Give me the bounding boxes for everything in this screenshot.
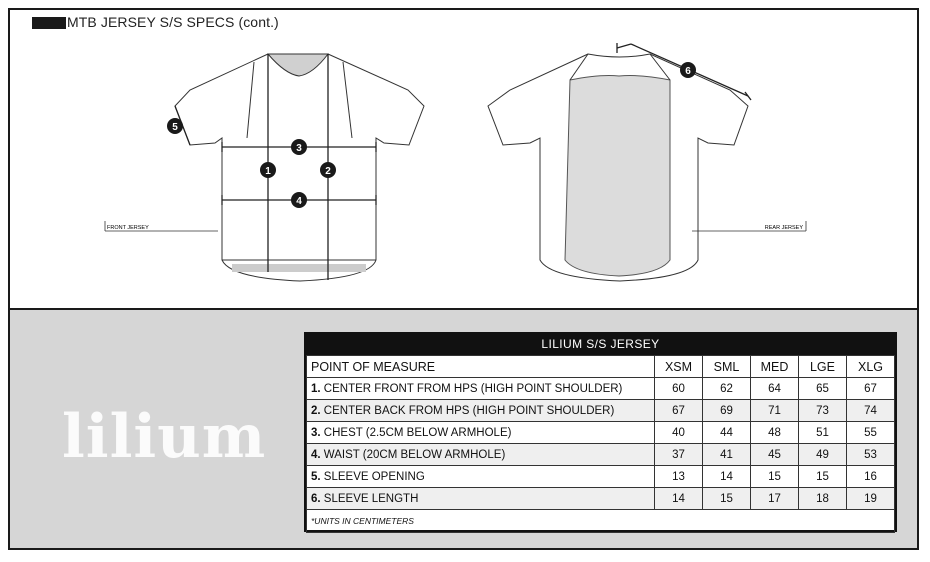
- column-header-point-of-measure: POINT OF MEASURE: [306, 355, 655, 378]
- spec-sheet: MTB JERSEY S/S SPECS (cont.): [8, 8, 919, 550]
- cell-lge: 73: [798, 399, 847, 422]
- cell-med: 45: [750, 443, 799, 466]
- cell-lge: 49: [798, 443, 847, 466]
- row-number: 1.: [311, 382, 321, 395]
- page-title: MTB JERSEY S/S SPECS (cont.): [67, 14, 279, 30]
- size-table: LILIUM S/S JERSEY POINT OF MEASURE XSM S…: [304, 332, 897, 533]
- row-label: 1. CENTER FRONT FROM HPS (HIGH POINT SHO…: [306, 377, 655, 400]
- table-header-row: POINT OF MEASURE XSM SML MED LGE XLG: [306, 355, 895, 378]
- cell-sml: 41: [702, 443, 751, 466]
- cell-lge: 18: [798, 487, 847, 510]
- column-header-sml: SML: [702, 355, 751, 378]
- marker-2: 2: [320, 162, 336, 178]
- row-number: 2.: [311, 404, 321, 417]
- cell-sml: 62: [702, 377, 751, 400]
- row-label-text: SLEEVE LENGTH: [323, 492, 419, 505]
- cell-xlg: 53: [846, 443, 895, 466]
- marker-1-label: 1: [265, 166, 271, 177]
- cell-med: 15: [750, 465, 799, 488]
- cell-xsm: 37: [654, 443, 703, 466]
- cell-xsm: 14: [654, 487, 703, 510]
- marker-4: 4: [291, 192, 307, 208]
- cell-sml: 69: [702, 399, 751, 422]
- cell-xsm: 60: [654, 377, 703, 400]
- cell-xlg: 74: [846, 399, 895, 422]
- row-label: 4. WAIST (20CM BELOW ARMHOLE): [306, 443, 655, 466]
- cell-med: 17: [750, 487, 799, 510]
- marker-3: 3: [291, 139, 307, 155]
- size-table-title: LILIUM S/S JERSEY: [306, 334, 895, 355]
- cell-xlg: 55: [846, 421, 895, 444]
- spec-panel: lilium LILIUM S/S JERSEY POINT OF MEASUR…: [10, 310, 917, 548]
- rear-jersey-drawing: [487, 53, 749, 282]
- title-bar-decoration: [32, 17, 66, 29]
- table-note-row: *UNITS IN CENTIMETERS: [306, 509, 895, 533]
- drawing-panel: MTB JERSEY S/S SPECS (cont.): [10, 10, 917, 310]
- front-callout: FRONT JERSEY: [104, 221, 218, 232]
- column-header-lge: LGE: [798, 355, 847, 378]
- jersey-technical-drawing: 3 1 2 4 5 FRONT JERSEY: [104, 43, 807, 282]
- cell-med: 48: [750, 421, 799, 444]
- cell-xlg: 67: [846, 377, 895, 400]
- row-number: 6.: [311, 492, 321, 505]
- marker-4-label: 4: [296, 196, 302, 207]
- table-row: 6. SLEEVE LENGTH 14 15 17 18 19: [306, 487, 895, 510]
- row-label: 3. CHEST (2.5CM BELOW ARMHOLE): [306, 421, 655, 444]
- row-label-text: SLEEVE OPENING: [323, 470, 425, 483]
- cell-xlg: 19: [846, 487, 895, 510]
- table-row: 5. SLEEVE OPENING 13 14 15 15 16: [306, 465, 895, 488]
- cell-lge: 65: [798, 377, 847, 400]
- column-header-med: MED: [750, 355, 799, 378]
- rear-callout: REAR JERSEY: [692, 221, 807, 232]
- table-row: 1. CENTER FRONT FROM HPS (HIGH POINT SHO…: [306, 377, 895, 400]
- row-label-text: CENTER FRONT FROM HPS (HIGH POINT SHOULD…: [323, 382, 623, 395]
- marker-5: 5: [167, 118, 183, 134]
- row-label-text: CENTER BACK FROM HPS (HIGH POINT SHOULDE…: [323, 404, 615, 417]
- cell-lge: 15: [798, 465, 847, 488]
- row-number: 5.: [311, 470, 321, 483]
- marker-3-label: 3: [296, 143, 302, 154]
- cell-med: 71: [750, 399, 799, 422]
- table-row: 3. CHEST (2.5CM BELOW ARMHOLE) 40 44 48 …: [306, 421, 895, 444]
- table-row: 4. WAIST (20CM BELOW ARMHOLE) 37 41 45 4…: [306, 443, 895, 466]
- cell-sml: 15: [702, 487, 751, 510]
- column-header-xsm: XSM: [654, 355, 703, 378]
- rear-jersey-label: REAR JERSEY: [765, 225, 804, 231]
- marker-6-label: 6: [685, 66, 691, 77]
- row-label: 2. CENTER BACK FROM HPS (HIGH POINT SHOU…: [306, 399, 655, 422]
- front-jersey-drawing: [174, 53, 425, 282]
- marker-5-label: 5: [172, 122, 178, 133]
- column-header-xlg: XLG: [846, 355, 895, 378]
- cell-lge: 51: [798, 421, 847, 444]
- front-jersey-label: FRONT JERSEY: [107, 225, 149, 231]
- marker-1: 1: [260, 162, 276, 178]
- marker-2-label: 2: [325, 166, 331, 177]
- brand-logo: lilium: [62, 402, 267, 472]
- row-label-text: CHEST (2.5CM BELOW ARMHOLE): [323, 426, 512, 439]
- cell-sml: 44: [702, 421, 751, 444]
- cell-xsm: 67: [654, 399, 703, 422]
- row-label: 6. SLEEVE LENGTH: [306, 487, 655, 510]
- row-number: 3.: [311, 426, 321, 439]
- cell-xsm: 40: [654, 421, 703, 444]
- row-number: 4.: [311, 448, 321, 461]
- cell-sml: 14: [702, 465, 751, 488]
- units-note: *UNITS IN CENTIMETERS: [306, 509, 895, 533]
- table-row: 2. CENTER BACK FROM HPS (HIGH POINT SHOU…: [306, 399, 895, 422]
- marker-6: 6: [680, 62, 696, 78]
- cell-xsm: 13: [654, 465, 703, 488]
- row-label-text: WAIST (20CM BELOW ARMHOLE): [323, 448, 506, 461]
- row-label: 5. SLEEVE OPENING: [306, 465, 655, 488]
- size-table-grid: POINT OF MEASURE XSM SML MED LGE XLG 1. …: [306, 355, 895, 533]
- cell-xlg: 16: [846, 465, 895, 488]
- cell-med: 64: [750, 377, 799, 400]
